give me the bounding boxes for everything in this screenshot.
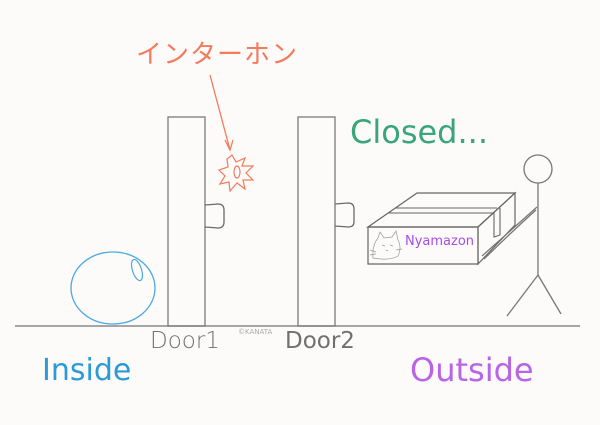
door2-label: Door2 [285, 328, 355, 354]
outside-label: Outside [410, 351, 534, 389]
arrow-icon [209, 74, 234, 152]
starburst-sound-icon [217, 154, 255, 193]
status-closed-label: Closed... [350, 113, 488, 151]
door2-icon [297, 116, 355, 327]
package-brand-label: Nyamazon [405, 234, 475, 249]
stick-figure-icon [481, 154, 562, 317]
copyright-label: ©KANATA [238, 328, 273, 336]
package-box-icon [366, 191, 517, 266]
door1-label: Door1 [150, 328, 220, 354]
door1-icon [167, 116, 225, 327]
inside-label: Inside [42, 353, 132, 388]
cat-logo-icon [369, 230, 403, 260]
intercom-label: インターホン [136, 40, 299, 70]
ball-robot-icon [70, 251, 156, 325]
